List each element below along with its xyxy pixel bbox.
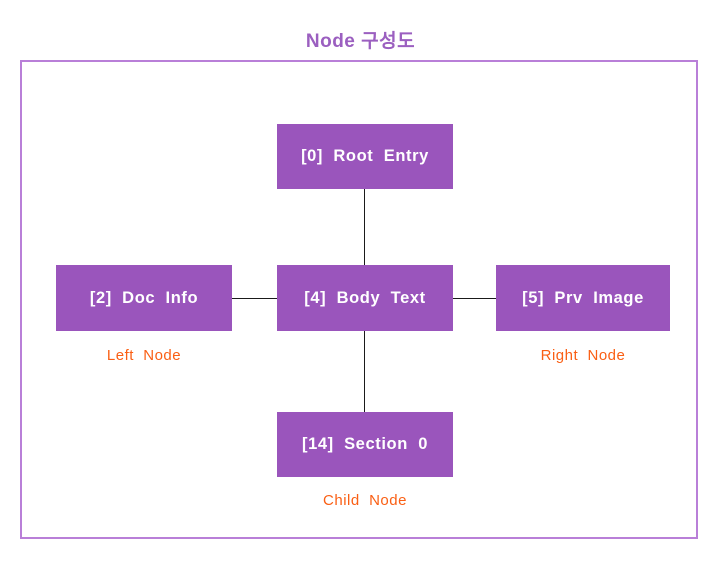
node-prv-image[interactable]: [5] Prv Image <box>496 265 670 331</box>
label-left-node: Left Node <box>106 347 182 364</box>
label-right-node: Right Node <box>540 347 626 364</box>
node-body-text[interactable]: [4] Body Text <box>277 265 453 331</box>
node-doc-info[interactable]: [2] Doc Info <box>56 265 232 331</box>
connector-root-to-body <box>364 189 365 265</box>
page-title: Node 구성도 <box>305 31 416 52</box>
node-root-entry[interactable]: [0] Root Entry <box>277 124 453 189</box>
label-child-node: Child Node <box>323 492 407 509</box>
connector-docinfo-to-body <box>232 298 277 299</box>
diagram-frame <box>20 60 698 539</box>
node-section-0[interactable]: [14] Section 0 <box>277 412 453 477</box>
connector-body-to-prvimage <box>453 298 496 299</box>
connector-body-to-section <box>364 331 365 412</box>
